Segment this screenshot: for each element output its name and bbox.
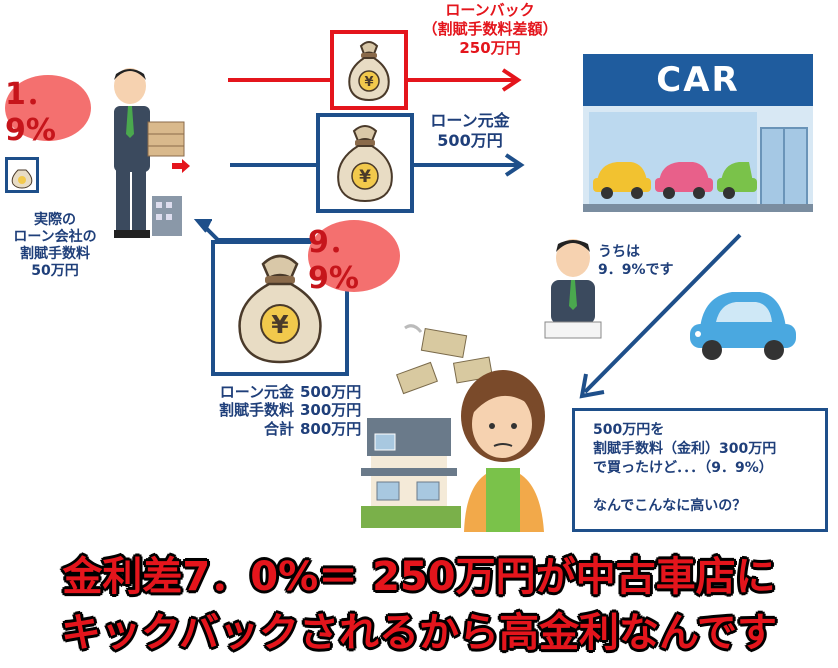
worried-woman-icon xyxy=(461,370,545,532)
principal-arrowhead xyxy=(504,153,525,177)
kickback-amount: 250万円 xyxy=(459,39,521,57)
shop-rate-badge: 9．9% xyxy=(308,220,400,296)
small-red-arrow xyxy=(172,159,190,173)
customer-speech-line1: 500万円を xyxy=(593,422,665,438)
flying-money xyxy=(395,318,505,403)
car-icon xyxy=(690,292,796,360)
breakdown-value-fee: 300万円 xyxy=(300,401,362,419)
customer-speech-spacer xyxy=(593,478,825,497)
small-money-box xyxy=(5,157,39,193)
principal-amount: 500万円 xyxy=(437,131,503,150)
money-bag-icon xyxy=(11,169,33,189)
kickback-arrowhead xyxy=(501,68,522,92)
money-bag-icon: ¥ xyxy=(348,41,390,102)
car-shop-icon xyxy=(583,54,813,213)
shop-clerk xyxy=(543,232,603,342)
customer-speech-bubble: 500万円を 割賦手数料（金利）300万円 で買ったけど．．．（9．9%） なん… xyxy=(572,408,828,532)
house-icon xyxy=(361,418,461,528)
money-bag-icon: ¥ xyxy=(238,254,322,364)
loan-company-line3: 割賦手数料 xyxy=(20,246,90,262)
loan-company-rate-badge: 1．9% xyxy=(5,75,91,148)
businessman-icon xyxy=(114,68,185,238)
svg-text:¥: ¥ xyxy=(271,310,289,339)
principal-money-box: ¥ xyxy=(316,113,414,213)
kickback-money-box: ¥ xyxy=(330,30,408,110)
kickback-sub: （割賦手数料差額） xyxy=(422,20,558,38)
house xyxy=(361,418,469,528)
headline-line2: キックバックされるから高金利なんです xyxy=(60,609,778,657)
customer-speech-line2: 割賦手数料（金利）300万円 xyxy=(593,440,777,457)
breakdown-label-total: 合計 xyxy=(263,420,294,438)
breakdown-label-fee: 割賦手数料 xyxy=(218,401,294,419)
svg-text:¥: ¥ xyxy=(359,167,371,187)
loan-company-line4: 50万円 xyxy=(31,263,79,279)
loan-company-line1: 実際の xyxy=(34,212,76,228)
clerk-speech-line1: うちは xyxy=(598,244,640,260)
customer-speech-line5: なんでこんなに高いの？ xyxy=(593,497,747,514)
car-shop: CAR xyxy=(583,54,813,213)
loan-company-staff xyxy=(100,62,210,240)
breakdown-label-principal: ローン元金 xyxy=(219,383,294,401)
kickback-label: ローンバック xyxy=(445,1,535,19)
shop-sign: CAR xyxy=(656,60,740,100)
customer-woman xyxy=(456,364,551,532)
loan-company-line2: ローン会社の xyxy=(13,229,97,245)
blue-car xyxy=(682,282,802,362)
clerk-icon xyxy=(544,239,602,339)
money-bag-icon: ¥ xyxy=(337,125,393,203)
breakdown-value-total: 800万円 xyxy=(300,420,362,438)
headline-line1: 金利差7．0%＝ 250万円が中古車店に xyxy=(61,553,776,601)
clerk-speech-line2: 9．9%です xyxy=(598,262,674,278)
breakdown-value-principal: 500万円 xyxy=(300,383,362,401)
flying-bill-icon xyxy=(396,324,494,395)
shop-to-customer-arrow xyxy=(583,233,742,394)
principal-label: ローン元金 xyxy=(430,111,510,130)
svg-text:¥: ¥ xyxy=(364,75,373,90)
customer-speech-line3: で買ったけど．．．（9．9%） xyxy=(593,459,773,476)
